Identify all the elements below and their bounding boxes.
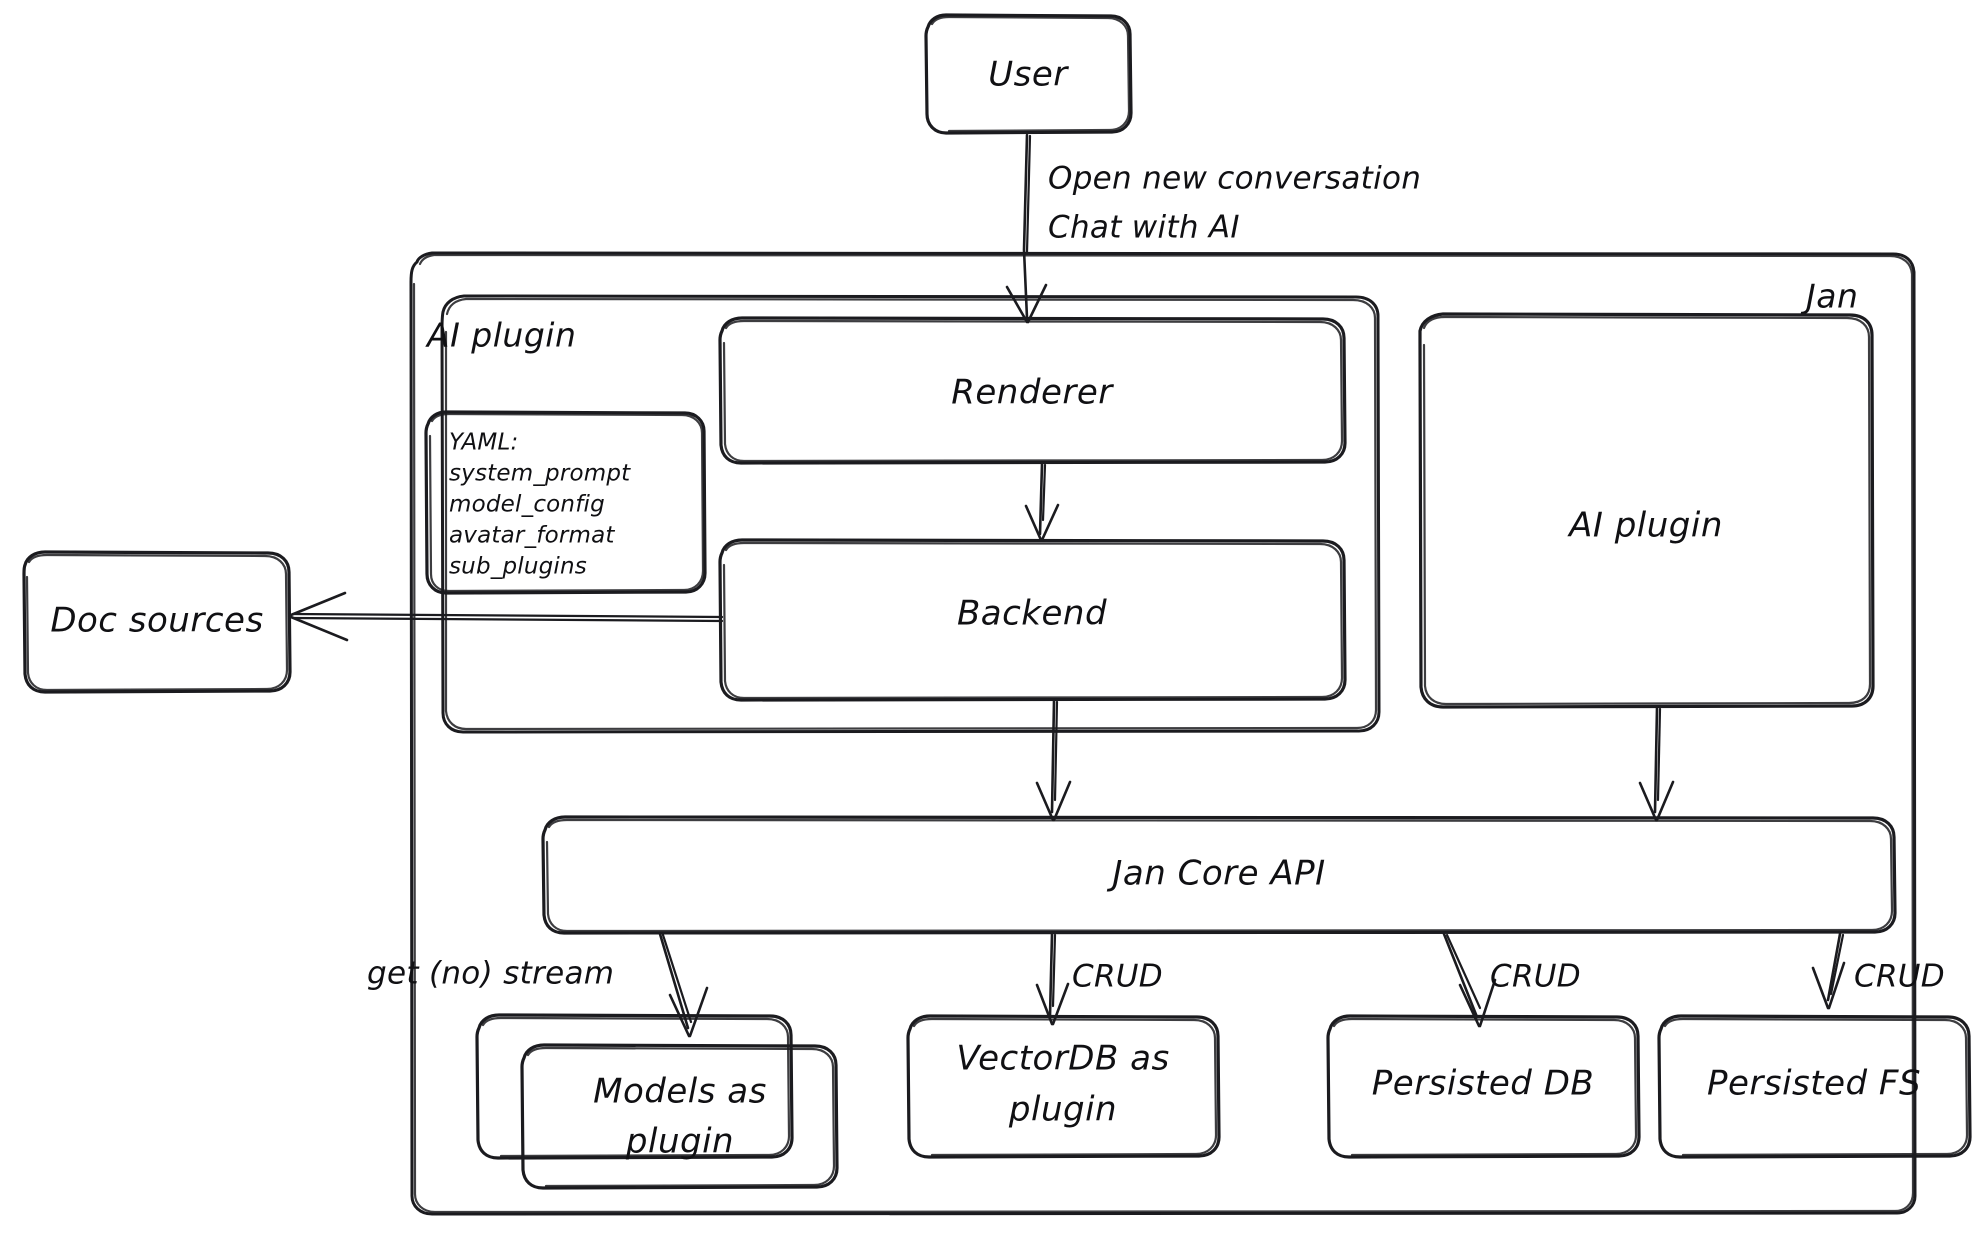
node-renderer-label: Renderer	[951, 373, 1114, 413]
yaml-line-2: model_config	[449, 492, 605, 518]
ai-plugin-group[interactable]: AI plugin	[425, 294, 1381, 734]
ai-plugin-group-label: AI plugin	[425, 316, 576, 355]
node-user[interactable]: User	[924, 13, 1133, 135]
edge-user-to-renderer: Open new conversation Chat with AI	[1005, 133, 1421, 324]
node-doc-sources[interactable]: Doc sources	[22, 550, 292, 694]
yaml-line-0: YAML:	[449, 430, 518, 456]
node-persisted-db-label: Persisted DB	[1372, 1064, 1594, 1104]
node-persisted-db[interactable]: Persisted DB	[1326, 1014, 1641, 1159]
node-models-plugin[interactable]: Models as plugin	[475, 1013, 839, 1190]
edge-core-to-persisted-fs: CRUD	[1811, 932, 1945, 1010]
jan-container-label: Jan	[1800, 277, 1858, 316]
node-persisted-fs-label: Persisted FS	[1707, 1064, 1921, 1104]
node-ai-plugin-box-label: AI plugin	[1567, 506, 1723, 546]
edge-label-open-conversation: Open new conversation	[1048, 161, 1421, 197]
node-vectordb-plugin[interactable]: VectorDB as plugin	[906, 1014, 1221, 1159]
edge-core-to-persisted-db: CRUD	[1442, 932, 1581, 1028]
edge-label-crud-persisted-fs: CRUD	[1854, 959, 1945, 995]
yaml-line-1: system_prompt	[449, 461, 631, 487]
jan-container[interactable]: Jan	[409, 251, 1917, 1216]
yaml-line-4: sub_plugins	[449, 554, 587, 580]
edge-core-to-vectordb: CRUD	[1035, 932, 1163, 1026]
edge-label-crud-persisted-db: CRUD	[1490, 959, 1581, 995]
node-persisted-fs[interactable]: Persisted FS	[1657, 1014, 1972, 1159]
node-backend[interactable]: Backend	[718, 538, 1347, 702]
node-backend-label: Backend	[957, 594, 1107, 634]
yaml-line-3: avatar_format	[449, 523, 615, 549]
node-vectordb-plugin-label-line2: plugin	[1008, 1090, 1117, 1130]
edge-label-chat-with-ai: Chat with AI	[1048, 210, 1240, 246]
edge-ai-plugin-to-core	[1638, 706, 1675, 822]
node-models-plugin-label-line2: plugin	[625, 1122, 734, 1162]
yaml-note-box[interactable]: YAML: system_prompt model_config avatar_…	[424, 410, 707, 595]
edge-label-crud-vectordb: CRUD	[1072, 959, 1163, 995]
node-user-label: User	[988, 55, 1069, 95]
node-jan-core-api[interactable]: Jan Core API	[541, 815, 1897, 935]
node-vectordb-plugin-label-line1: VectorDB as	[956, 1039, 1169, 1079]
node-models-plugin-label-line1: Models as	[593, 1072, 767, 1112]
node-jan-core-api-label: Jan Core API	[1106, 854, 1325, 894]
edge-renderer-to-backend	[1024, 462, 1060, 542]
edge-backend-to-doc-sources	[289, 591, 724, 642]
node-renderer[interactable]: Renderer	[718, 316, 1347, 465]
edge-core-to-models: get (no) stream	[367, 932, 709, 1038]
node-ai-plugin-box[interactable]: AI plugin	[1418, 312, 1875, 709]
edge-backend-to-core	[1035, 699, 1072, 822]
edge-label-get-no-stream: get (no) stream	[367, 956, 614, 992]
node-doc-sources-label: Doc sources	[50, 601, 263, 641]
